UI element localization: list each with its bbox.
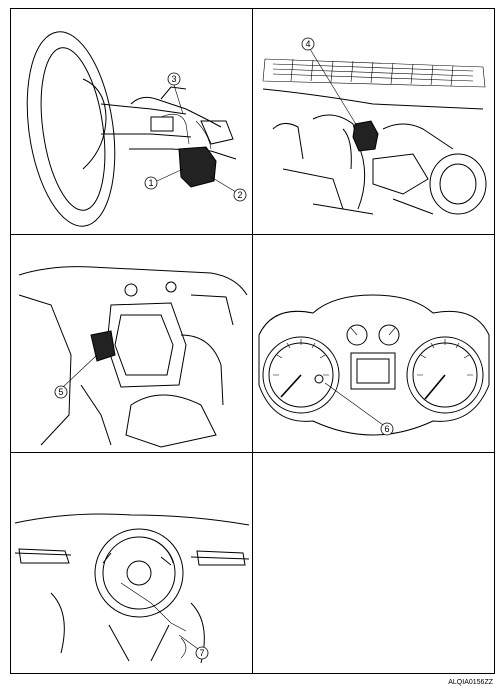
combination-meter-illustration: 6 (258, 294, 490, 436)
figure-grid: 3 1 2 (10, 8, 495, 674)
callout-label-3: 3 (171, 74, 176, 84)
steering-column-illustration: 3 1 2 (26, 31, 247, 227)
panel-empty (253, 453, 494, 673)
callout-marker-3 (167, 72, 181, 86)
panel-combination-meter: 6 (253, 235, 494, 453)
panel-engine-cowl: 4 (253, 9, 494, 235)
callout-marker-1 (144, 176, 158, 190)
engine-cowl-illustration: 4 (262, 37, 487, 215)
panel-steering-column: 3 1 2 (11, 9, 253, 235)
callout-label-1: 1 (148, 178, 153, 188)
panel-engine-compartment: 5 (11, 235, 253, 453)
callout-label-2: 2 (237, 190, 242, 200)
callout-label-5: 5 (58, 387, 63, 397)
callout-label-4: 4 (305, 39, 310, 49)
spiral-cable-illustration: 7 (14, 513, 250, 664)
callout-marker-5 (54, 385, 68, 399)
panel-spiral-cable: 7 (11, 453, 253, 673)
figure-code: ALQIA0156ZZ (448, 679, 493, 686)
engine-compartment-illustration: 5 (18, 266, 248, 448)
callout-marker-7 (195, 646, 209, 660)
callout-label-7: 7 (199, 648, 204, 658)
callout-marker-4 (301, 37, 315, 51)
callout-label-6: 6 (384, 424, 389, 434)
callout-marker-6 (380, 422, 394, 436)
callout-marker-2 (233, 188, 247, 202)
